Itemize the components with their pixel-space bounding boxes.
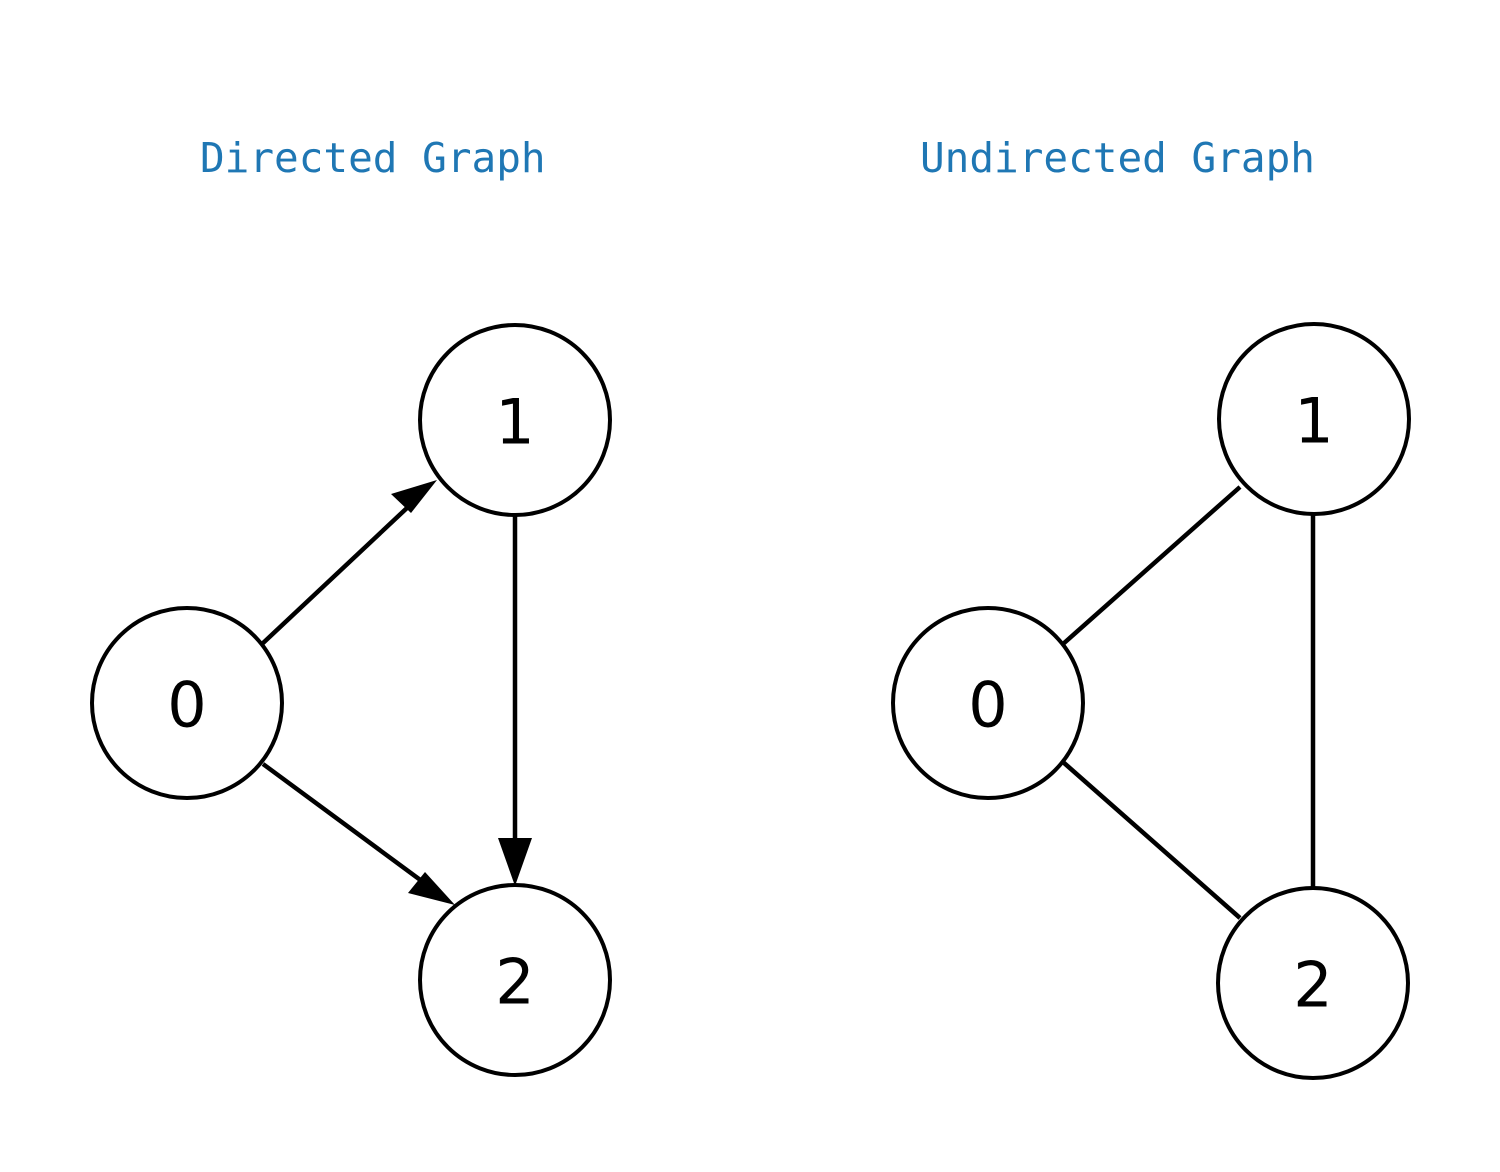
node-2-label: 2 — [495, 946, 534, 1019]
node-0-circle[interactable] — [891, 606, 1085, 800]
node-1-circle[interactable] — [1217, 322, 1411, 516]
arrowhead-0-2-icon — [408, 872, 455, 905]
node-2-label: 2 — [1293, 949, 1332, 1022]
edge-line-u-0-1 — [1061, 485, 1242, 646]
node-2[interactable]: 2 — [418, 883, 612, 1077]
panel-title-directed: Directed Graph — [200, 134, 546, 182]
node-2-circle[interactable] — [1216, 886, 1410, 1080]
node-1-label: 1 — [495, 386, 534, 459]
node-1-circle[interactable] — [418, 323, 612, 517]
node-1[interactable]: 1 — [418, 323, 612, 517]
node-1[interactable]: 1 — [1217, 322, 1411, 516]
edge-line-0-2 — [261, 762, 440, 895]
undirected-graph-figure: 0 1 2 — [891, 322, 1411, 1080]
node-1-label: 1 — [1294, 385, 1333, 458]
edge-line-0-1 — [260, 490, 426, 646]
edge-1-to-2 — [498, 515, 532, 886]
arrowhead-1-2-icon — [498, 838, 532, 886]
node-0-circle[interactable] — [90, 606, 284, 800]
arrowhead-0-1-icon — [391, 480, 437, 513]
edge-0-1 — [1061, 485, 1242, 646]
node-2-circle[interactable] — [418, 883, 612, 1077]
node-0-label: 0 — [167, 669, 206, 742]
node-0-label: 0 — [968, 669, 1007, 742]
node-2[interactable]: 2 — [1216, 886, 1410, 1080]
edge-0-to-1 — [260, 480, 437, 646]
edge-line-u-0-2 — [1061, 760, 1242, 920]
node-0[interactable]: 0 — [891, 606, 1085, 800]
panel-title-undirected: Undirected Graph — [920, 134, 1315, 182]
panel-directed-graph: Directed Graph 0 — [90, 134, 612, 1077]
edge-0-2 — [1061, 760, 1242, 920]
directed-graph-figure: 0 1 2 — [90, 323, 612, 1077]
node-0[interactable]: 0 — [90, 606, 284, 800]
edge-0-to-2 — [261, 762, 455, 905]
panel-undirected-graph: Undirected Graph 0 1 — [750, 0, 1500, 1172]
